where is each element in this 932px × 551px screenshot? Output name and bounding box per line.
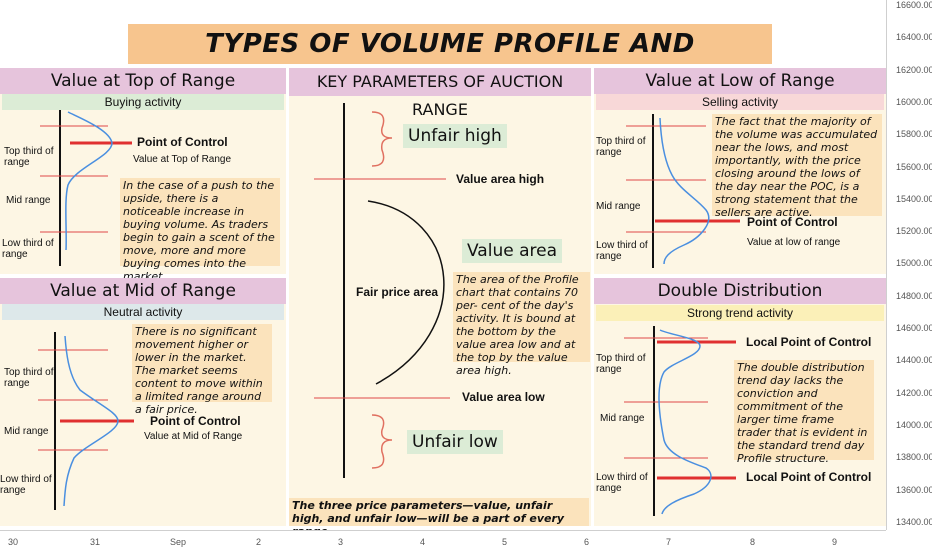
poc-caption: Value at Top of Range [133, 154, 232, 165]
low-third-label: Low third of range [596, 472, 648, 494]
profile-curve [65, 111, 113, 251]
poc-caption: Value at Mid of Range [144, 431, 243, 442]
date-tick-label: Sep [170, 537, 187, 547]
panel-subtitle: Strong trend activity [596, 305, 884, 321]
page-title [128, 24, 772, 64]
price-tick-label: 13600.00 [896, 484, 932, 495]
price-tick-label: 15400.00 [896, 193, 932, 204]
price-axis[interactable] [886, 0, 932, 530]
top-third-label: Top third of range [4, 367, 54, 389]
date-tick-label: 3 [338, 537, 344, 547]
value-area-tag: Value area [462, 239, 562, 263]
mid-range-label: Mid range [600, 413, 645, 424]
date-tick-label: 30 [8, 537, 19, 547]
panel-title: KEY PARAMETERS OF AUCTION RANGE [289, 68, 591, 119]
local-poc-bottom-label: Local Point of Control [746, 470, 872, 484]
price-tick-label: 16600.00 [896, 0, 932, 10]
price-tick-label: 16200.00 [896, 64, 932, 75]
unfair-low-brace [371, 414, 393, 469]
date-tick-label: 8 [750, 537, 756, 547]
value-area-low-label: Value area low [462, 390, 545, 404]
poc-label: Point of Control [150, 414, 241, 428]
date-tick-label: 31 [90, 537, 101, 547]
date-tick-label: 4 [420, 537, 426, 547]
panel-subtitle: Buying activity [2, 94, 284, 110]
price-tick-label: 14000.00 [896, 419, 932, 430]
low-third-label: Low third of range [0, 474, 52, 496]
panel-subtitle: Selling activity [596, 94, 884, 110]
date-axis[interactable] [0, 530, 886, 551]
price-tick-label: 16000.00 [896, 96, 932, 107]
mid-range-label: Mid range [4, 426, 49, 437]
price-tick-label: 16400.00 [896, 32, 932, 43]
value-area-arc [367, 200, 445, 385]
date-tick-label: 2 [256, 537, 262, 547]
panel-title: Value at Mid of Range [0, 278, 286, 304]
price-tick-label: 13800.00 [896, 452, 932, 463]
panel-subtitle: Neutral activity [2, 304, 284, 320]
date-tick-label: 7 [666, 537, 672, 547]
poc-label: Point of Control [137, 135, 228, 149]
panel-title: Value at Top of Range [0, 68, 286, 94]
profile-curve [658, 329, 712, 515]
panel-top-range: Value at Top of Range Buying activity To… [0, 68, 286, 283]
fair-price-area-label: Fair price area [356, 285, 439, 299]
panel-low-range: Value at Low of Range Selling activity T… [594, 68, 886, 274]
date-tick-label: 5 [502, 537, 508, 547]
date-tick-label: 9 [832, 537, 838, 547]
price-tick-label: 14200.00 [896, 387, 932, 398]
top-third-label: Top third of range [596, 353, 646, 375]
panel-mid-range: Value at Mid of Range Neutral activity T… [0, 278, 286, 526]
unfair-high-tag: Unfair high [403, 124, 507, 148]
value-area-high-label: Value area high [456, 172, 545, 186]
poc-label: Point of Control [747, 215, 838, 229]
top-third-label: Top third of range [596, 136, 646, 158]
poc-caption: Value at low of range [747, 237, 841, 248]
low-third-label: Low third of range [596, 240, 648, 262]
price-tick-label: 13400.00 [896, 516, 932, 527]
price-tick-label: 15200.00 [896, 226, 932, 237]
price-tick-label: 15800.00 [896, 129, 932, 140]
panel-title: Value at Low of Range [594, 68, 886, 94]
profile-curve [63, 335, 119, 507]
description-note: The fact that the majority of the volume… [712, 114, 882, 219]
description-note: There is no significant movement higher … [132, 324, 272, 416]
price-tick-label: 15600.00 [896, 161, 932, 172]
price-tick-label: 14600.00 [896, 323, 932, 333]
price-tick-label: 14800.00 [896, 290, 932, 301]
low-third-label: Low third of range [2, 238, 54, 260]
unfair-high-brace [371, 111, 393, 167]
panel-title: Double Distribution [594, 278, 886, 304]
price-tick-label: 15000.00 [896, 258, 932, 269]
top-third-label: Top third of range [4, 146, 54, 168]
description-note: The double distribution trend day lacks … [734, 360, 874, 465]
profile-curve [659, 117, 710, 265]
description-note: In the case of a push to the upside, the… [120, 178, 280, 283]
value-area-note: The area of the Profile chart that conta… [453, 272, 590, 377]
local-poc-top-label: Local Point of Control [746, 335, 872, 349]
price-tick-label: 14400.00 [896, 355, 932, 366]
date-tick-label: 6 [584, 537, 590, 547]
unfair-low-tag: Unfair low [407, 430, 503, 454]
mid-range-label: Mid range [596, 201, 641, 212]
mid-range-label: Mid range [6, 195, 51, 206]
